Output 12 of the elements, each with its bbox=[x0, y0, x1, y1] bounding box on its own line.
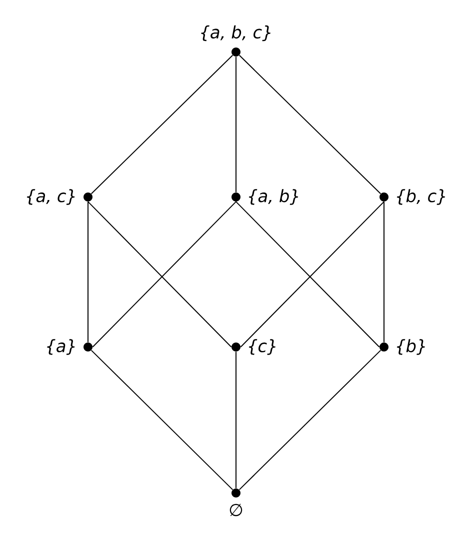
set-label: {c} bbox=[248, 339, 276, 355]
set-label: {b, c} bbox=[396, 189, 445, 205]
set-label: {a, b, c} bbox=[201, 25, 270, 42]
set-label: ∅ bbox=[230, 504, 242, 516]
edge-line bbox=[238, 350, 382, 490]
set-label: {a, c} bbox=[26, 189, 75, 205]
set-label: {a, b} bbox=[248, 189, 298, 205]
set-label: {b} bbox=[396, 339, 425, 355]
edge-line bbox=[90, 54, 234, 194]
set-label: {a} bbox=[47, 339, 75, 355]
edge-line bbox=[238, 54, 382, 194]
edge-line bbox=[90, 350, 234, 490]
